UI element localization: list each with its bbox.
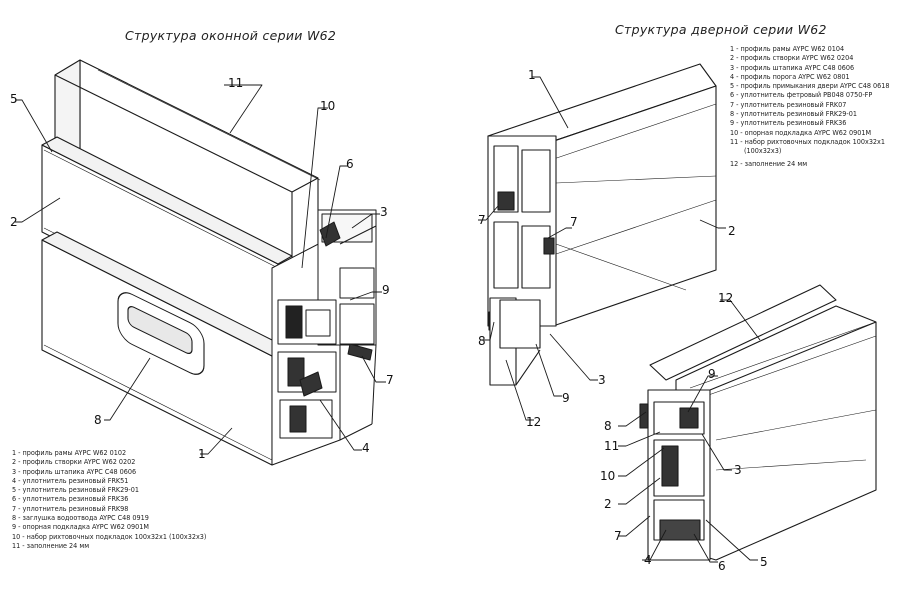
door-callout-2: 2 bbox=[728, 224, 736, 238]
window-drain-cap bbox=[117, 292, 205, 375]
door-legend-item: 6 - уплотнитель фетровый PB048 0750-FP bbox=[730, 90, 873, 100]
door-upper-leaders bbox=[478, 76, 726, 421]
door-lower-callout-11: 11 bbox=[604, 439, 619, 453]
door-lower-callout-labels: 12 9 8 11 10 3 2 7 4 6 5 bbox=[600, 291, 768, 573]
door-legend-item: (100x32x3) bbox=[744, 146, 782, 156]
door-lower-leaders bbox=[618, 299, 761, 563]
door-callout-3: 3 bbox=[598, 373, 606, 387]
callout-7: 7 bbox=[386, 373, 394, 387]
door-lower-callout-9: 9 bbox=[708, 367, 716, 381]
door-callout-8: 8 bbox=[478, 334, 486, 348]
door-lower-callout-3: 3 bbox=[734, 463, 742, 477]
door-legend: 1 - профиль рамы AYPC W62 0104 2 - профи… bbox=[730, 44, 889, 168]
window-legend-item: 9 - опорная подкладка AYPC W62 0901M bbox=[12, 522, 149, 532]
door-callout-1: 1 bbox=[528, 68, 536, 82]
door-lower-callout-5: 5 bbox=[760, 555, 768, 569]
door-lower-callout-6: 6 bbox=[718, 559, 726, 573]
callout-8: 8 bbox=[94, 413, 102, 427]
door-legend-item: 8 - уплотнитель резиновый FRK29-01 bbox=[730, 109, 857, 119]
window-legend-item: 5 - уплотнитель резиновый FRK29-01 bbox=[12, 485, 139, 495]
window-profile-section bbox=[271, 209, 377, 466]
window-legend-item: 2 - профиль створки AYPC W62 0202 bbox=[12, 457, 136, 467]
door-callout-7b: 7 bbox=[570, 215, 578, 229]
window-legend-item: 1 - профиль рамы AYPC W62 0102 bbox=[12, 448, 127, 457]
callout-2: 2 bbox=[10, 215, 18, 229]
window-legend-item: 7 - уплотнитель резиновый FRK98 bbox=[12, 503, 129, 513]
door-legend-item: 11 - набор рихтовочных подкладок 100x32x… bbox=[730, 136, 885, 146]
door-upper-callout-labels: 1 2 3 7 7 8 9 12 bbox=[478, 68, 736, 429]
callout-5: 5 bbox=[10, 92, 18, 106]
window-title: Структура оконной серии W62 bbox=[125, 28, 337, 43]
door-lower-callout-8: 8 bbox=[604, 419, 612, 433]
window-legend-item: 11 - заполнение 24 мм bbox=[12, 540, 90, 550]
door-lower-callout-7: 7 bbox=[614, 529, 622, 543]
callout-6: 6 bbox=[346, 157, 354, 171]
door-lower-callout-12: 12 bbox=[718, 291, 733, 305]
callout-1: 1 bbox=[198, 447, 206, 461]
door-legend-item: 5 - профиль примыкания двери AYPC C48 06… bbox=[730, 81, 890, 91]
callout-10: 10 bbox=[320, 99, 335, 113]
door-legend-item: 3 - профиль штапика AYPC C48 0606 bbox=[730, 62, 855, 72]
door-legend-item: 4 - профиль порога AYPC W62 0801 bbox=[730, 71, 850, 81]
window-legend-item: 3 - профиль штапика AYPC C48 0606 bbox=[12, 466, 137, 476]
door-legend-item: 1 - профиль рамы AYPC W62 0104 bbox=[730, 44, 845, 53]
door-lower-callout-10: 10 bbox=[600, 469, 615, 483]
window-leaders bbox=[15, 84, 386, 455]
callout-11: 11 bbox=[228, 76, 243, 90]
door-title: Структура дверной серии W62 bbox=[615, 22, 827, 37]
window-legend-item: 8 - заглушка водоотвода AYPC C48 0919 bbox=[12, 513, 149, 523]
door-legend-item: 7 - уплотнитель резиновый FRK07 bbox=[730, 99, 847, 109]
door-lower-callout-2: 2 bbox=[604, 497, 612, 511]
door-legend-item: 12 - заполнение 24 мм bbox=[730, 158, 808, 168]
door-callout-7a: 7 bbox=[478, 213, 486, 227]
window-legend-item: 6 - уплотнитель резиновый FRK36 bbox=[12, 494, 129, 504]
callout-3: 3 bbox=[380, 205, 388, 219]
door-callout-9: 9 bbox=[562, 391, 570, 405]
window-callout-labels: 11 5 2 10 6 3 9 7 4 8 1 bbox=[10, 76, 394, 461]
door-callout-12: 12 bbox=[526, 415, 541, 429]
window-legend-item: 10 - набор рихтовочных подкладок 100x32x… bbox=[12, 531, 207, 541]
door-legend-item: 2 - профиль створки AYPC W62 0204 bbox=[730, 53, 854, 63]
callout-9: 9 bbox=[382, 283, 390, 297]
door-legend-item: 9 - уплотнитель резиновый FRK36 bbox=[730, 118, 847, 128]
callout-4: 4 bbox=[362, 441, 370, 455]
door-upper-assembly bbox=[487, 63, 717, 386]
window-legend: 1 - профиль рамы AYPC W62 0102 2 - профи… bbox=[12, 448, 206, 550]
door-lower-callout-4: 4 bbox=[644, 553, 652, 567]
window-legend-item: 4 - уплотнитель резиновый FRK51 bbox=[12, 475, 129, 485]
door-legend-item: 10 - опорная подкладка AYPC W62 0901M bbox=[730, 127, 872, 137]
door-lower-assembly bbox=[639, 284, 877, 561]
